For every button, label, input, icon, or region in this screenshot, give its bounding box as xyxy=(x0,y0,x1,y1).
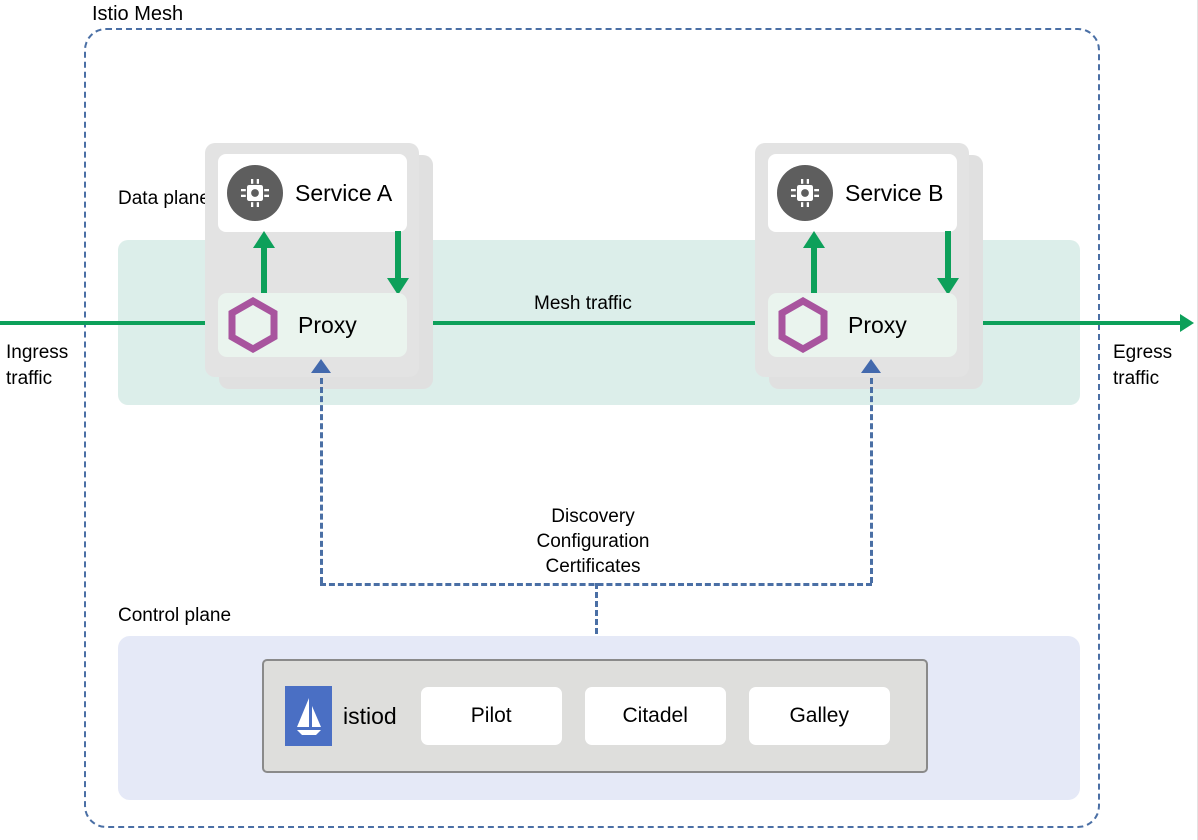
control-plane-label: Control plane xyxy=(118,605,232,626)
service-pod-a[interactable]: Service A Proxy xyxy=(205,143,433,389)
service-to-proxy-arrow-b xyxy=(937,231,959,295)
control-plane-component-galley[interactable]: Galley xyxy=(748,687,890,745)
egress-traffic-label-line1: Egress xyxy=(1113,342,1173,363)
control-flow-line-configuration: Configuration xyxy=(536,531,650,552)
egress-traffic-line xyxy=(967,321,1181,325)
control-plane-component-pilot[interactable]: Pilot xyxy=(420,687,562,745)
service-box-a[interactable]: Service A xyxy=(218,154,407,232)
control-flow-line-discovery: Discovery xyxy=(551,506,635,527)
hexagon-icon xyxy=(778,297,828,353)
proxy-box-a[interactable]: Proxy xyxy=(218,293,407,357)
ingress-traffic-label: Ingress traffic xyxy=(6,340,90,392)
egress-traffic-label-line2: traffic xyxy=(1113,368,1160,389)
service-name-a: Service A xyxy=(295,179,393,206)
proxy-label-b: Proxy xyxy=(848,311,907,338)
mesh-traffic-line xyxy=(419,321,763,325)
istiod-label: istiod xyxy=(343,702,397,729)
service-pod-b[interactable]: Service B Proxy xyxy=(755,143,983,389)
control-plane-component-citadel[interactable]: Citadel xyxy=(584,687,726,745)
control-dashed-line-a xyxy=(320,378,323,583)
data-plane-label: Data plane xyxy=(118,188,210,209)
egress-traffic-arrowhead xyxy=(1180,314,1194,332)
istiod-brand: istiod xyxy=(285,686,397,746)
service-box-b[interactable]: Service B xyxy=(768,154,957,232)
proxy-to-service-arrow-b xyxy=(803,231,825,295)
proxy-label-a: Proxy xyxy=(298,311,357,338)
istiod-container[interactable]: istiod Pilot Citadel Galley xyxy=(262,659,928,773)
egress-traffic-label: Egress traffic xyxy=(1113,340,1197,392)
proxy-box-b[interactable]: Proxy xyxy=(768,293,957,357)
ingress-traffic-label-line1: Ingress xyxy=(6,342,69,363)
proxy-to-service-arrow-a xyxy=(253,231,275,295)
control-flow-label: Discovery Configuration Certificates xyxy=(474,504,712,579)
istio-mesh-boundary xyxy=(84,28,1100,828)
cpu-chip-icon xyxy=(777,165,833,221)
istio-sail-icon xyxy=(285,686,332,746)
control-flow-line-certificates: Certificates xyxy=(545,556,641,577)
control-marker-triangle-b xyxy=(861,359,881,373)
service-to-proxy-arrow-a xyxy=(387,231,409,295)
control-marker-triangle-a xyxy=(311,359,331,373)
mesh-traffic-label: Mesh traffic xyxy=(534,293,632,314)
ingress-traffic-line xyxy=(0,321,213,325)
service-name-b: Service B xyxy=(845,179,944,206)
control-dashed-line-b xyxy=(870,378,873,583)
cpu-chip-icon xyxy=(227,165,283,221)
hexagon-icon xyxy=(228,297,278,353)
ingress-traffic-label-line2: traffic xyxy=(6,368,53,389)
control-dashed-line-to-istiod xyxy=(595,583,598,661)
istio-mesh-label: Istio Mesh xyxy=(86,2,190,26)
